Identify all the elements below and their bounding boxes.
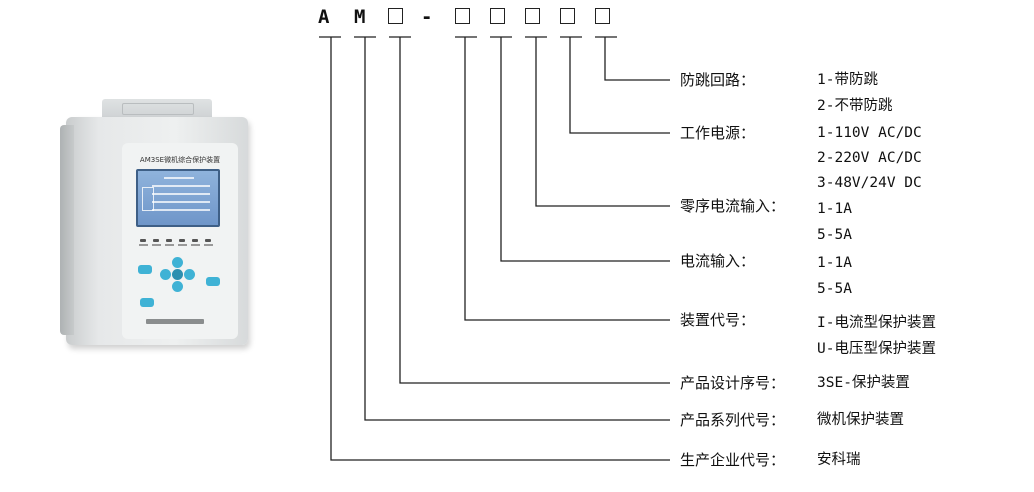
- lcd-line: [152, 201, 210, 203]
- device-arrow-right: [184, 269, 195, 280]
- device-button-right: [206, 277, 220, 286]
- device-lcd-screen: [136, 169, 220, 227]
- label-design-number: 产品设计序号：: [680, 374, 786, 392]
- value-anti-jump-2: 2-不带防跳: [817, 98, 893, 114]
- lcd-line: [164, 177, 194, 179]
- value-power-2: 2-220V AC/DC: [817, 150, 922, 166]
- value-power-1: 1-110V AC/DC: [817, 125, 922, 141]
- label-zero-seq-current: 零序电流输入：: [680, 197, 786, 215]
- value-zero-seq-1: 1-1A: [817, 201, 852, 217]
- device-photo: AM3SE微机综合保护装置: [60, 95, 250, 350]
- code-box-current: [490, 8, 505, 24]
- device-front-panel: AM3SE微机综合保护装置: [122, 143, 238, 339]
- device-arrow-left: [160, 269, 171, 280]
- value-current-2: 5-5A: [817, 281, 852, 297]
- code-box-power: [560, 8, 575, 24]
- lcd-graphic: [142, 187, 154, 211]
- device-arrow-up: [172, 257, 183, 268]
- value-anti-jump-1: 1-带防跳: [817, 72, 878, 88]
- value-device-code-1: I-电流型保护装置: [817, 315, 936, 331]
- value-zero-seq-2: 5-5A: [817, 227, 852, 243]
- value-device-code-2: U-电压型保护装置: [817, 341, 936, 357]
- code-box-zero-seq: [525, 8, 540, 24]
- device-brand-logo: [146, 319, 204, 324]
- lcd-line: [152, 193, 210, 195]
- device-panel-title: AM3SE微机综合保护装置: [139, 156, 221, 164]
- value-series-code: 微机保护装置: [817, 412, 904, 428]
- label-current-input: 电流输入：: [680, 252, 756, 270]
- label-device-code: 装置代号：: [680, 311, 756, 329]
- device-side: [60, 125, 74, 335]
- code-letter-m: M: [354, 6, 366, 28]
- code-letter-a: A: [318, 6, 330, 28]
- value-power-3: 3-48V/24V DC: [817, 175, 922, 191]
- device-button-bottom-left: [140, 298, 154, 307]
- lcd-line: [152, 209, 210, 211]
- device-button-left: [138, 265, 152, 274]
- label-manufacturer-code: 生产企业代号：: [680, 451, 786, 469]
- value-current-1: 1-1A: [817, 255, 852, 271]
- label-series-code: 产品系列代号：: [680, 411, 786, 429]
- value-design-number: 3SE-保护装置: [817, 375, 910, 391]
- value-manufacturer-code: 安科瑞: [817, 452, 861, 468]
- lcd-line: [152, 185, 210, 187]
- code-box-type: [455, 8, 470, 24]
- device-enter-button: [172, 269, 183, 280]
- label-anti-jump: 防跳回路：: [680, 71, 756, 89]
- code-box-series: [388, 8, 403, 24]
- code-dash: -: [421, 6, 433, 28]
- device-led-indicators: [138, 239, 218, 253]
- label-power-supply: 工作电源：: [680, 124, 756, 142]
- device-arrow-down: [172, 281, 183, 292]
- code-box-anti-jump: [595, 8, 610, 24]
